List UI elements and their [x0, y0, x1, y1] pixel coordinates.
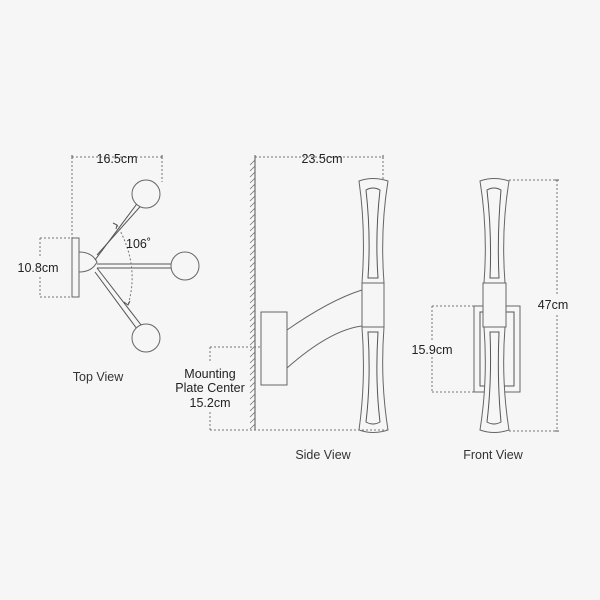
top-width-dimension: 16.5cm: [71, 152, 163, 240]
top-backplate: [71, 237, 80, 298]
wall-hatch-mark: [249, 243, 256, 250]
wall-hatch-mark: [249, 219, 256, 226]
top-globe-upper: [131, 179, 161, 209]
top-hub: [78, 251, 98, 273]
wall-hatch-mark: [249, 357, 256, 364]
wall-hatch-mark: [249, 303, 256, 310]
wall-hatch-mark: [249, 171, 256, 178]
wall-hatch-mark: [249, 285, 256, 292]
front-view: 47cm 15.9cm Front View: [412, 178, 569, 462]
mount-label-line1: Mounting: [184, 367, 235, 381]
wall-hatch-mark: [249, 213, 256, 220]
wall-hatch-mark: [249, 387, 256, 394]
front-view-label: Front View: [463, 448, 523, 462]
wall-hatch-mark: [249, 189, 256, 196]
front-center-collar: [482, 282, 507, 328]
top-view: 16.5cm 10.8cm 106˚ To: [18, 152, 200, 384]
wall-hatch-mark: [249, 267, 256, 274]
wall-hatch-mark: [249, 369, 256, 376]
mount-label-value: 15.2cm: [190, 396, 231, 410]
wall-hatch-mark: [249, 321, 256, 328]
wall-hatch-mark: [249, 339, 256, 346]
wall-hatch-mark: [249, 255, 256, 262]
top-depth-label: 10.8cm: [18, 261, 59, 275]
wall-hatch-mark: [249, 327, 256, 334]
wall-hatch-mark: [249, 273, 256, 280]
wall-hatch-mark: [249, 165, 256, 172]
top-angle-arc: [116, 224, 133, 306]
side-extension-label: 23.5cm: [302, 152, 343, 166]
wall-hatch-mark: [249, 231, 256, 238]
wall-hatch-mark: [249, 183, 256, 190]
wall-hatch-mark: [249, 159, 256, 166]
side-center-collar: [361, 282, 385, 328]
top-width-label: 16.5cm: [97, 152, 138, 166]
wall-hatch-mark: [249, 207, 256, 214]
top-view-label: Top View: [73, 370, 124, 384]
wall-hatch-mark: [249, 309, 256, 316]
side-lower-glass: [358, 326, 389, 433]
wall-hatch-mark: [249, 423, 256, 430]
wall-hatch-mark: [249, 393, 256, 400]
wall-hatch-mark: [249, 351, 256, 358]
side-upper-glass: [358, 178, 389, 284]
wall-hatch-mark: [249, 297, 256, 304]
wall-hatch-mark: [249, 333, 256, 340]
top-angle-label: 106˚: [126, 237, 151, 251]
front-plate-dimension: 15.9cm: [412, 305, 474, 393]
top-depth-dimension: 10.8cm: [18, 237, 72, 298]
wall-hatch-mark: [249, 381, 256, 388]
side-extension-dimension: 23.5cm: [254, 152, 384, 180]
side-wall: [249, 155, 256, 430]
top-angle-arrow-upper: [112, 222, 118, 230]
front-height-dimension: 47cm: [509, 179, 569, 432]
side-view-label: Side View: [295, 448, 351, 462]
wall-hatch-mark: [249, 375, 256, 382]
wall-hatch-mark: [249, 249, 256, 256]
wall-hatch-mark: [249, 279, 256, 286]
wall-hatch-mark: [249, 315, 256, 322]
wall-hatch-mark: [249, 225, 256, 232]
wall-hatch-mark: [249, 405, 256, 412]
side-arm: [286, 289, 363, 370]
front-height-label: 47cm: [538, 298, 569, 312]
wall-hatch-mark: [249, 291, 256, 298]
wall-hatch-mark: [249, 261, 256, 268]
wall-hatch-mark: [249, 177, 256, 184]
wall-hatch-mark: [249, 363, 256, 370]
top-angle-arrow-lower: [123, 300, 131, 306]
side-view: 23.5cm Mounting Plate Center 15.2cm Side…: [175, 152, 389, 462]
wall-hatch-mark: [249, 399, 256, 406]
top-arms: [94, 196, 180, 334]
wall-hatch-mark: [249, 201, 256, 208]
side-mount-dimension: Mounting Plate Center 15.2cm: [175, 346, 388, 431]
wall-hatch-mark: [249, 411, 256, 418]
wall-hatch-mark: [249, 417, 256, 424]
top-globe-lower: [131, 323, 161, 353]
wall-hatch-mark: [249, 237, 256, 244]
mount-label-line2: Plate Center: [175, 381, 244, 395]
front-plate-label: 15.9cm: [412, 343, 453, 357]
top-globe-middle: [170, 251, 200, 281]
front-lower-glass: [479, 326, 510, 433]
side-mounting-plate: [260, 311, 288, 386]
wall-hatch-mark: [249, 195, 256, 202]
front-upper-glass: [479, 178, 510, 284]
